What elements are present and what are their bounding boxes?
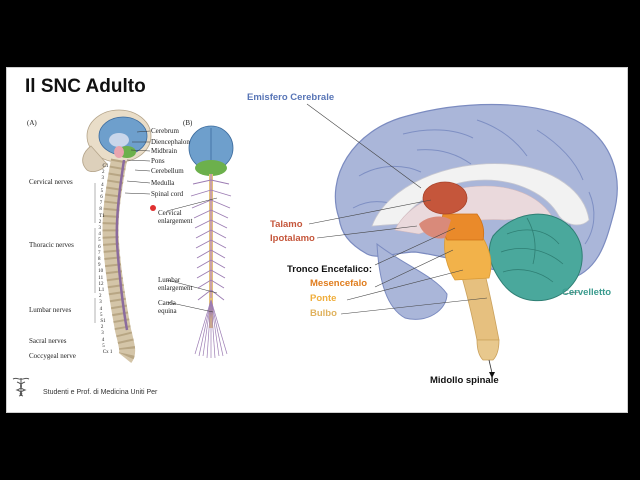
vertebra-label: 3: [101, 331, 104, 337]
vertebra-label: 2: [98, 294, 102, 300]
label-spinal-cord: Spinal cord: [151, 190, 184, 198]
label-sacral-nerves: Sacral nerves: [29, 337, 67, 345]
label-cauda-equina-2: equina: [158, 307, 177, 315]
vertebra-label: 5: [102, 343, 105, 349]
vertebra-label: 5: [98, 238, 101, 244]
vertebra-label: 7: [99, 201, 103, 207]
label-diencephalon: Diencephalon: [151, 138, 190, 146]
vertebra-label: 3: [98, 226, 102, 231]
panel-a-illustration: [82, 109, 152, 363]
label-mesencefalo: Mesencefalo: [310, 278, 368, 289]
vertebra-label: 8: [99, 207, 102, 213]
panel-b-label: (B): [183, 119, 193, 127]
label-pons: Pons: [151, 157, 165, 165]
talamo-shape: [422, 181, 468, 215]
label-tronco-encefalico: Tronco Encefalico:: [287, 264, 372, 275]
vertebra-label: L1: [98, 288, 105, 293]
panel-b-illustration: [188, 125, 234, 359]
vertebra-label: 8: [98, 257, 101, 262]
label-coccygeal-nerve: Coccygeal nerve: [29, 352, 76, 360]
label-bulbo: Bulbo: [310, 308, 337, 319]
vertebra-label: 4: [101, 337, 105, 343]
vertebra-label: 4: [101, 182, 104, 188]
label-midollo-spinale: Midollo spinale: [430, 375, 499, 386]
label-talamo: Talamo: [270, 219, 303, 230]
slide-title: Il SNC Adulto: [25, 76, 146, 97]
label-midbrain: Midbrain: [151, 147, 178, 155]
label-cerebellum: Cerebellum: [151, 167, 184, 175]
caduceus-logo: [12, 377, 30, 397]
label-ponte: Ponte: [310, 293, 337, 304]
midollo-shape: [476, 339, 500, 361]
vertebra-label: 2: [100, 325, 104, 331]
vertebra-label: 12: [98, 281, 104, 287]
label-lumbar-enlargement-1: Lumbar: [158, 276, 181, 284]
vertebra-label: 2: [102, 170, 105, 176]
vertebra-label: C1: [102, 164, 109, 169]
label-cauda-equina-1: Cauda: [158, 299, 176, 307]
vertebra-label: 6: [100, 195, 103, 200]
cerebellum-shape: [488, 213, 583, 302]
vertebra-label: 4: [98, 232, 101, 238]
vertebra-label: 6: [98, 244, 101, 250]
vertebra-label: 5: [99, 312, 103, 318]
panel-a-label: (A): [27, 119, 37, 127]
label-cervical-nerves: Cervical nerves: [29, 178, 73, 186]
footer-text: Studenti e Prof. di Medicina Uniti Per: [43, 389, 158, 396]
label-lumbar-nerves: Lumbar nerves: [29, 306, 72, 314]
vertebra-label: 9: [98, 263, 101, 269]
label-medulla: Medulla: [151, 179, 175, 187]
vertebra-label: 5: [100, 188, 104, 194]
ipotalamo-shape: [419, 216, 451, 239]
spinal-anatomy-figure: [82, 109, 234, 363]
vertebra-label: 11: [98, 275, 104, 281]
label-thoracic-nerves: Thoracic nerves: [29, 241, 74, 249]
vertebra-label: S1: [100, 319, 106, 324]
brain-sagittal-figure: [306, 103, 618, 378]
vertebra-label: 4: [99, 306, 103, 312]
vertebra-label: 10: [98, 269, 104, 275]
vertebra-label: 3: [99, 300, 102, 306]
label-cervical-enlargement-2: enlargement: [158, 217, 193, 225]
vertebra-label: 2: [98, 219, 102, 225]
label-lumbar-enlargement-2: enlargement: [158, 284, 193, 292]
ponte-shape: [444, 237, 492, 281]
vertebra-label: 3: [101, 176, 105, 182]
label-emisfero: Emisfero Cerebrale: [247, 92, 335, 103]
slide: Il SNC Adulto: [6, 67, 628, 413]
label-cerebrum: Cerebrum: [151, 127, 179, 135]
label-ipotalamo: Ipotalamo: [270, 233, 315, 244]
label-cervelletto: Cervelletto: [562, 287, 612, 298]
vertebra-label: T1: [99, 213, 105, 219]
corpus-callosum-shape: [371, 163, 590, 227]
vertebra-label: 7: [98, 250, 101, 256]
label-cervical-enlargement-1: Cervical: [158, 209, 182, 217]
vertebra-label: Cx 1: [102, 350, 113, 355]
